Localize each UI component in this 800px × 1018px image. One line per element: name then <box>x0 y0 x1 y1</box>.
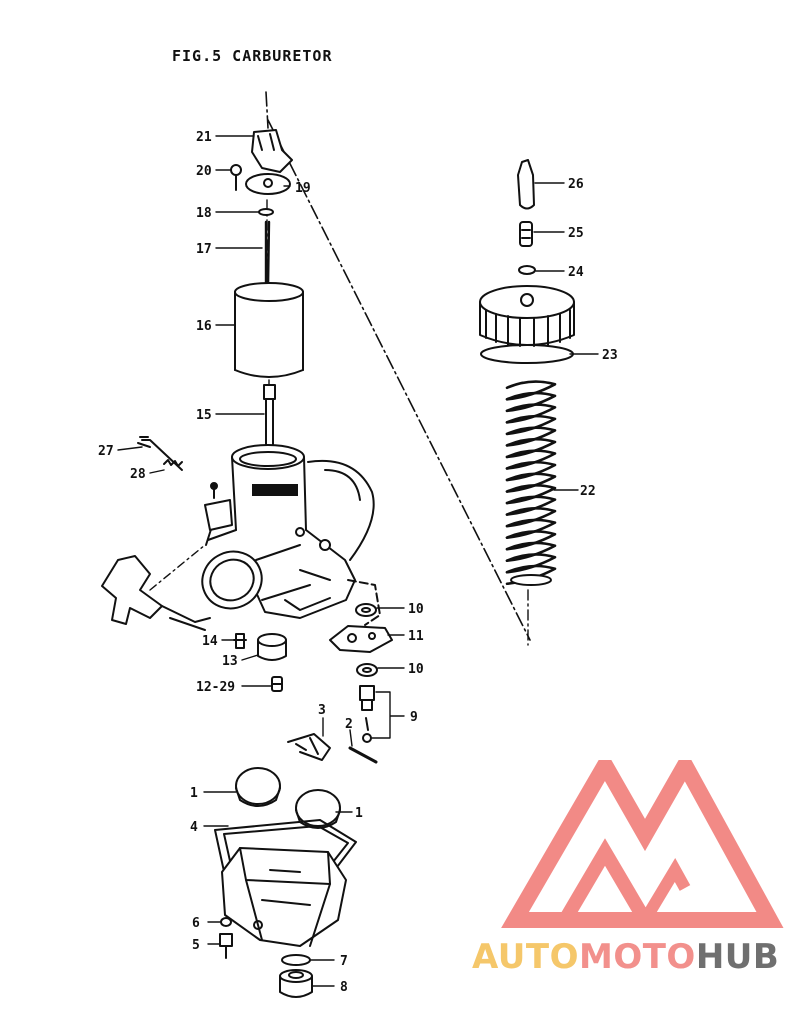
part-label: 5 <box>192 938 200 953</box>
spring-coil <box>505 472 557 493</box>
automotohub-watermark: AUTOMOTOHUB <box>472 760 784 977</box>
watermark-auto: AUTO <box>472 937 579 977</box>
float-left <box>235 767 281 807</box>
automotohub-logo <box>501 760 784 928</box>
spring-coil <box>505 437 557 459</box>
part-label: 8 <box>340 980 348 995</box>
throttle-valve-spring <box>505 380 557 586</box>
drain-screw-gasket <box>220 917 232 927</box>
throttle-valve <box>234 282 304 378</box>
part-label: 10 <box>408 602 424 617</box>
needle-clip <box>258 208 274 216</box>
spring-coil <box>505 530 557 551</box>
spring-coil <box>505 391 557 413</box>
adjuster-screw <box>230 164 242 191</box>
washer-upper <box>355 603 377 617</box>
pilot-jet <box>233 633 247 649</box>
part-label: 3 <box>318 703 326 718</box>
cable-adjuster <box>519 221 533 247</box>
part-label: 10 <box>408 662 424 677</box>
plug-o-ring <box>281 954 311 966</box>
part-label: 9 <box>410 710 418 725</box>
part-label: 4 <box>190 820 198 835</box>
spring-coil <box>505 449 557 470</box>
part-label: 27 <box>98 444 114 459</box>
part-label: 23 <box>602 348 618 363</box>
part-label: 24 <box>568 265 584 280</box>
lock-nut <box>518 265 536 275</box>
part-label: 1 <box>355 806 363 821</box>
spring-coil <box>505 553 557 574</box>
cable-boot <box>517 159 535 210</box>
part-label: 28 <box>130 467 146 482</box>
part-label: 22 <box>580 484 596 499</box>
drain-plug <box>279 969 313 998</box>
part-label: 14 <box>202 634 218 649</box>
part-label: 6 <box>192 916 200 931</box>
figure-title: FIG.5 CARBURETOR <box>172 47 333 65</box>
needle-valve-assembly <box>359 685 375 743</box>
part-label: 26 <box>568 177 584 192</box>
spring-coil <box>505 403 557 424</box>
leader-lines <box>117 135 599 987</box>
part-label: 17 <box>196 242 212 257</box>
spring-coil <box>505 484 557 505</box>
spring-coil <box>505 460 557 482</box>
washer-lower <box>356 663 378 677</box>
idle-screw-spring <box>163 459 183 467</box>
svg-text:AUTOMOTOHUB: AUTOMOTOHUB <box>472 937 779 977</box>
needle-retainer-plate <box>245 173 291 195</box>
spring-coil <box>505 426 557 447</box>
part-label: 1 <box>190 786 198 801</box>
drain-screw <box>219 933 233 959</box>
part-label: 15 <box>196 408 212 423</box>
part-label: 19 <box>295 181 311 196</box>
carburetor-body <box>201 444 381 626</box>
watermark-hub: HUB <box>696 937 779 977</box>
main-jet-holder <box>257 633 287 661</box>
jet-needle <box>264 220 271 290</box>
part-label: 13 <box>222 654 238 669</box>
part-label: 12-29 <box>196 680 235 695</box>
part-label: 25 <box>568 226 584 241</box>
part-label: 18 <box>196 206 212 221</box>
spring-coil <box>505 380 557 401</box>
float-pin <box>348 746 378 764</box>
part-label: 11 <box>408 629 424 644</box>
float-chamber-plate <box>329 625 393 653</box>
main-jet <box>271 676 283 692</box>
float-arm <box>287 733 331 761</box>
part-label: 20 <box>196 164 212 179</box>
spring-coil <box>505 495 557 516</box>
spring-coil <box>505 541 557 563</box>
idle-screw <box>137 436 183 471</box>
part-label: 16 <box>196 319 212 334</box>
part-label: 2 <box>345 717 353 732</box>
mixing-chamber-top <box>479 285 575 364</box>
spring-coil <box>505 518 557 539</box>
part-label: 7 <box>340 954 348 969</box>
throttle-lever-bracket <box>101 544 211 631</box>
float-chamber <box>221 847 347 947</box>
watermark-moto: MOTO <box>579 937 696 977</box>
spring-bottom-cap <box>510 574 552 586</box>
cable-bracket <box>251 129 293 173</box>
part-label: 21 <box>196 130 212 145</box>
spring-coil <box>505 507 557 528</box>
assembly-axis-line <box>265 91 531 641</box>
spring-coil <box>505 414 557 436</box>
